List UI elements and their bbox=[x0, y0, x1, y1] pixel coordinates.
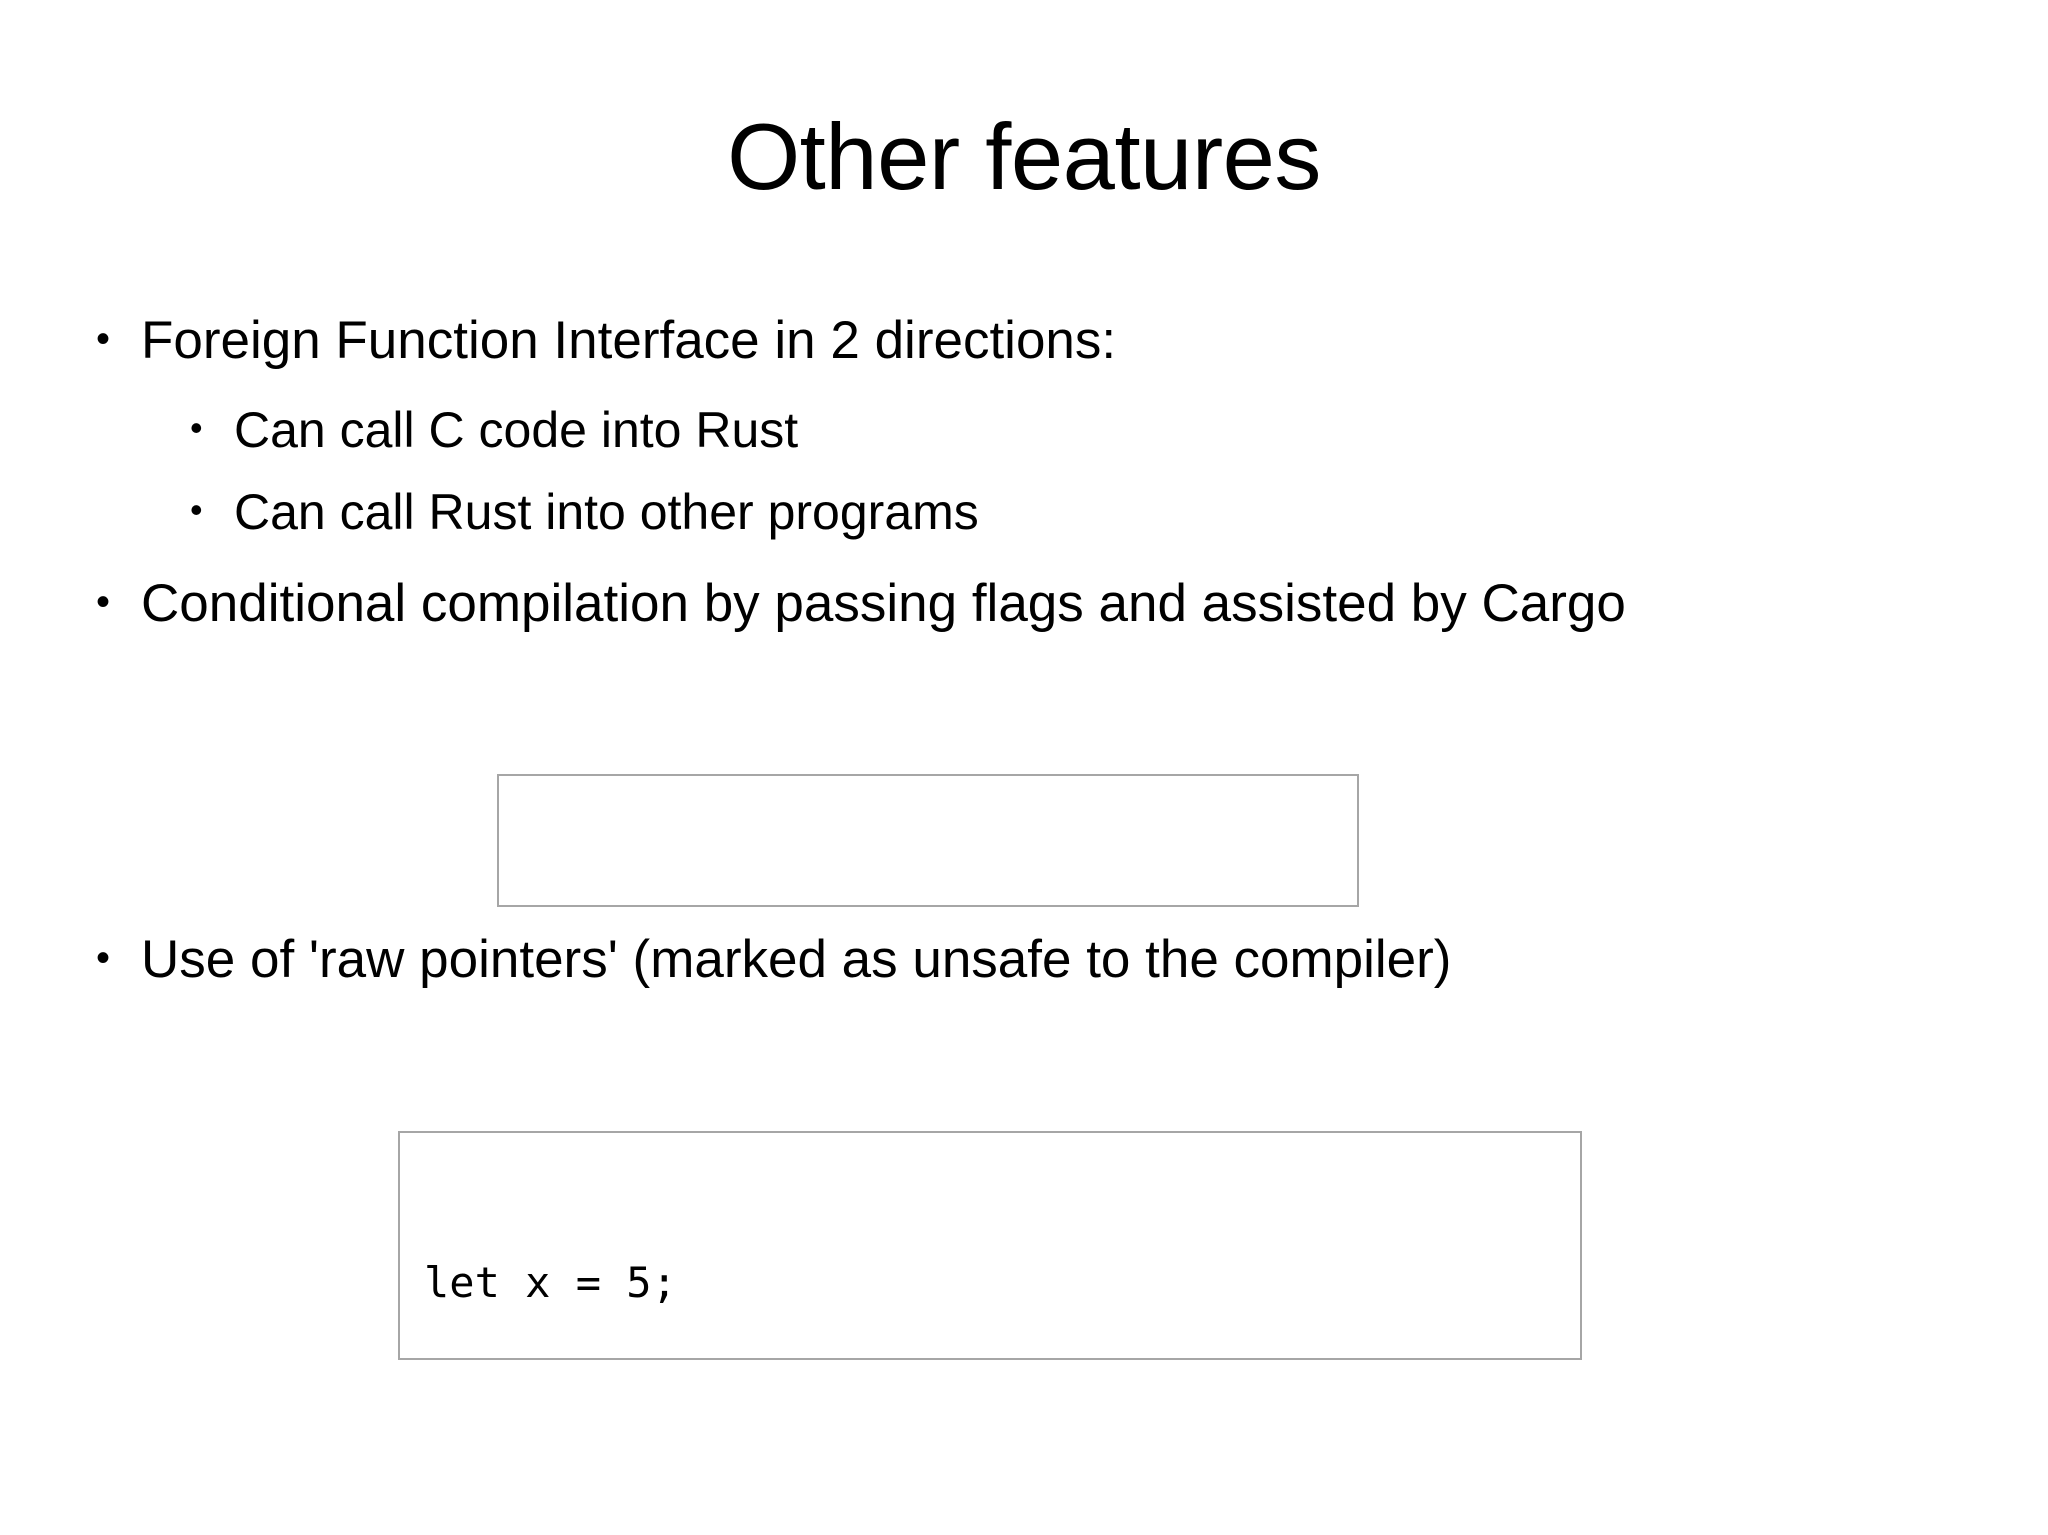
spacer bbox=[96, 565, 1976, 573]
code-block-raw-pointer-example: let x = 5; let raw = &x as *const i32; l… bbox=[398, 1131, 1582, 1360]
bullet-item-raw-pointers: • Use of 'raw pointers' (marked as unsaf… bbox=[96, 929, 1976, 990]
slide-body: • Foreign Function Interface in 2 direct… bbox=[96, 310, 1976, 1012]
bullet-text: Conditional compilation by passing flags… bbox=[141, 574, 1626, 634]
code-line: [features] bbox=[523, 901, 1357, 905]
code-block-cargo-features: [features] secure-password = ["bcrypt"] bbox=[497, 774, 1359, 907]
spacer bbox=[96, 393, 1976, 401]
bullet-item-call-c-into-rust: • Can call C code into Rust bbox=[190, 401, 1976, 459]
bullet-item-conditional-compilation: • Conditional compilation by passing fla… bbox=[96, 573, 1976, 634]
bullet-text: Foreign Function Interface in 2 directio… bbox=[141, 311, 1117, 370]
bullet-dot-icon: • bbox=[190, 489, 203, 531]
bullet-dot-icon: • bbox=[96, 317, 111, 361]
bullet-text: Use of 'raw pointers' (marked as unsafe … bbox=[141, 929, 1452, 989]
bullet-dot-icon: • bbox=[96, 580, 111, 625]
bullet-dot-icon: • bbox=[96, 935, 111, 980]
bullet-dot-icon: • bbox=[190, 407, 203, 449]
code-line: let x = 5; bbox=[424, 1258, 677, 1308]
bullet-item-ffi: • Foreign Function Interface in 2 direct… bbox=[96, 310, 1976, 371]
bullet-item-call-rust-into-others: • Can call Rust into other programs bbox=[190, 483, 1976, 541]
page-title: Other features bbox=[727, 104, 1321, 209]
bullet-text: Can call C code into Rust bbox=[234, 402, 799, 459]
bullet-text: Can call Rust into other programs bbox=[234, 484, 979, 541]
